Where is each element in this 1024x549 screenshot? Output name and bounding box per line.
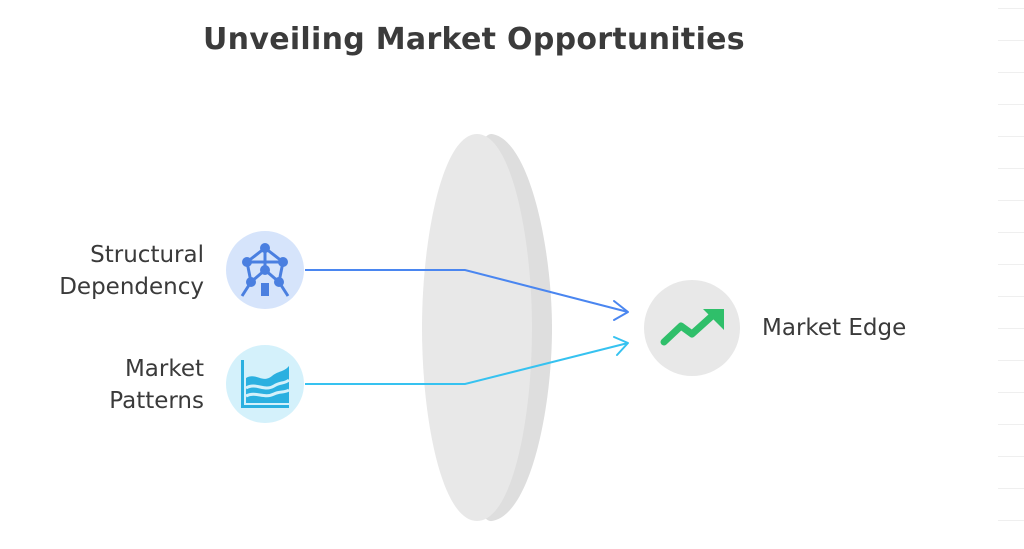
arrowhead-structural: [613, 300, 629, 321]
node-market-edge: [644, 280, 740, 376]
label-line: Market: [124, 356, 204, 382]
node-market-patterns: [226, 345, 304, 423]
label-market-patterns: Market Patterns: [109, 353, 204, 417]
lens-front-disc: [422, 134, 532, 521]
lens: [422, 133, 552, 522]
diagram-title: Unveiling Market Opportunities: [203, 22, 745, 57]
arrow-line-structural: [305, 269, 629, 313]
atomium-icon: [240, 243, 290, 297]
edge-marks: [994, 0, 1024, 549]
label-line: Structural: [90, 242, 204, 268]
label-line: Dependency: [59, 274, 204, 300]
trend-up-icon: [660, 309, 724, 346]
label-structural-dependency: Structural Dependency: [59, 239, 204, 303]
arrow-line-patterns: [305, 342, 629, 385]
arrowhead-patterns: [613, 336, 629, 356]
label-line: Patterns: [109, 388, 204, 414]
node-circle-edge: [644, 280, 740, 376]
node-structural-dependency: [226, 231, 304, 309]
area-chart-icon: [241, 360, 290, 408]
label-market-edge: Market Edge: [762, 315, 907, 341]
connector-patterns: [305, 336, 629, 385]
connector-structural: [305, 269, 629, 321]
